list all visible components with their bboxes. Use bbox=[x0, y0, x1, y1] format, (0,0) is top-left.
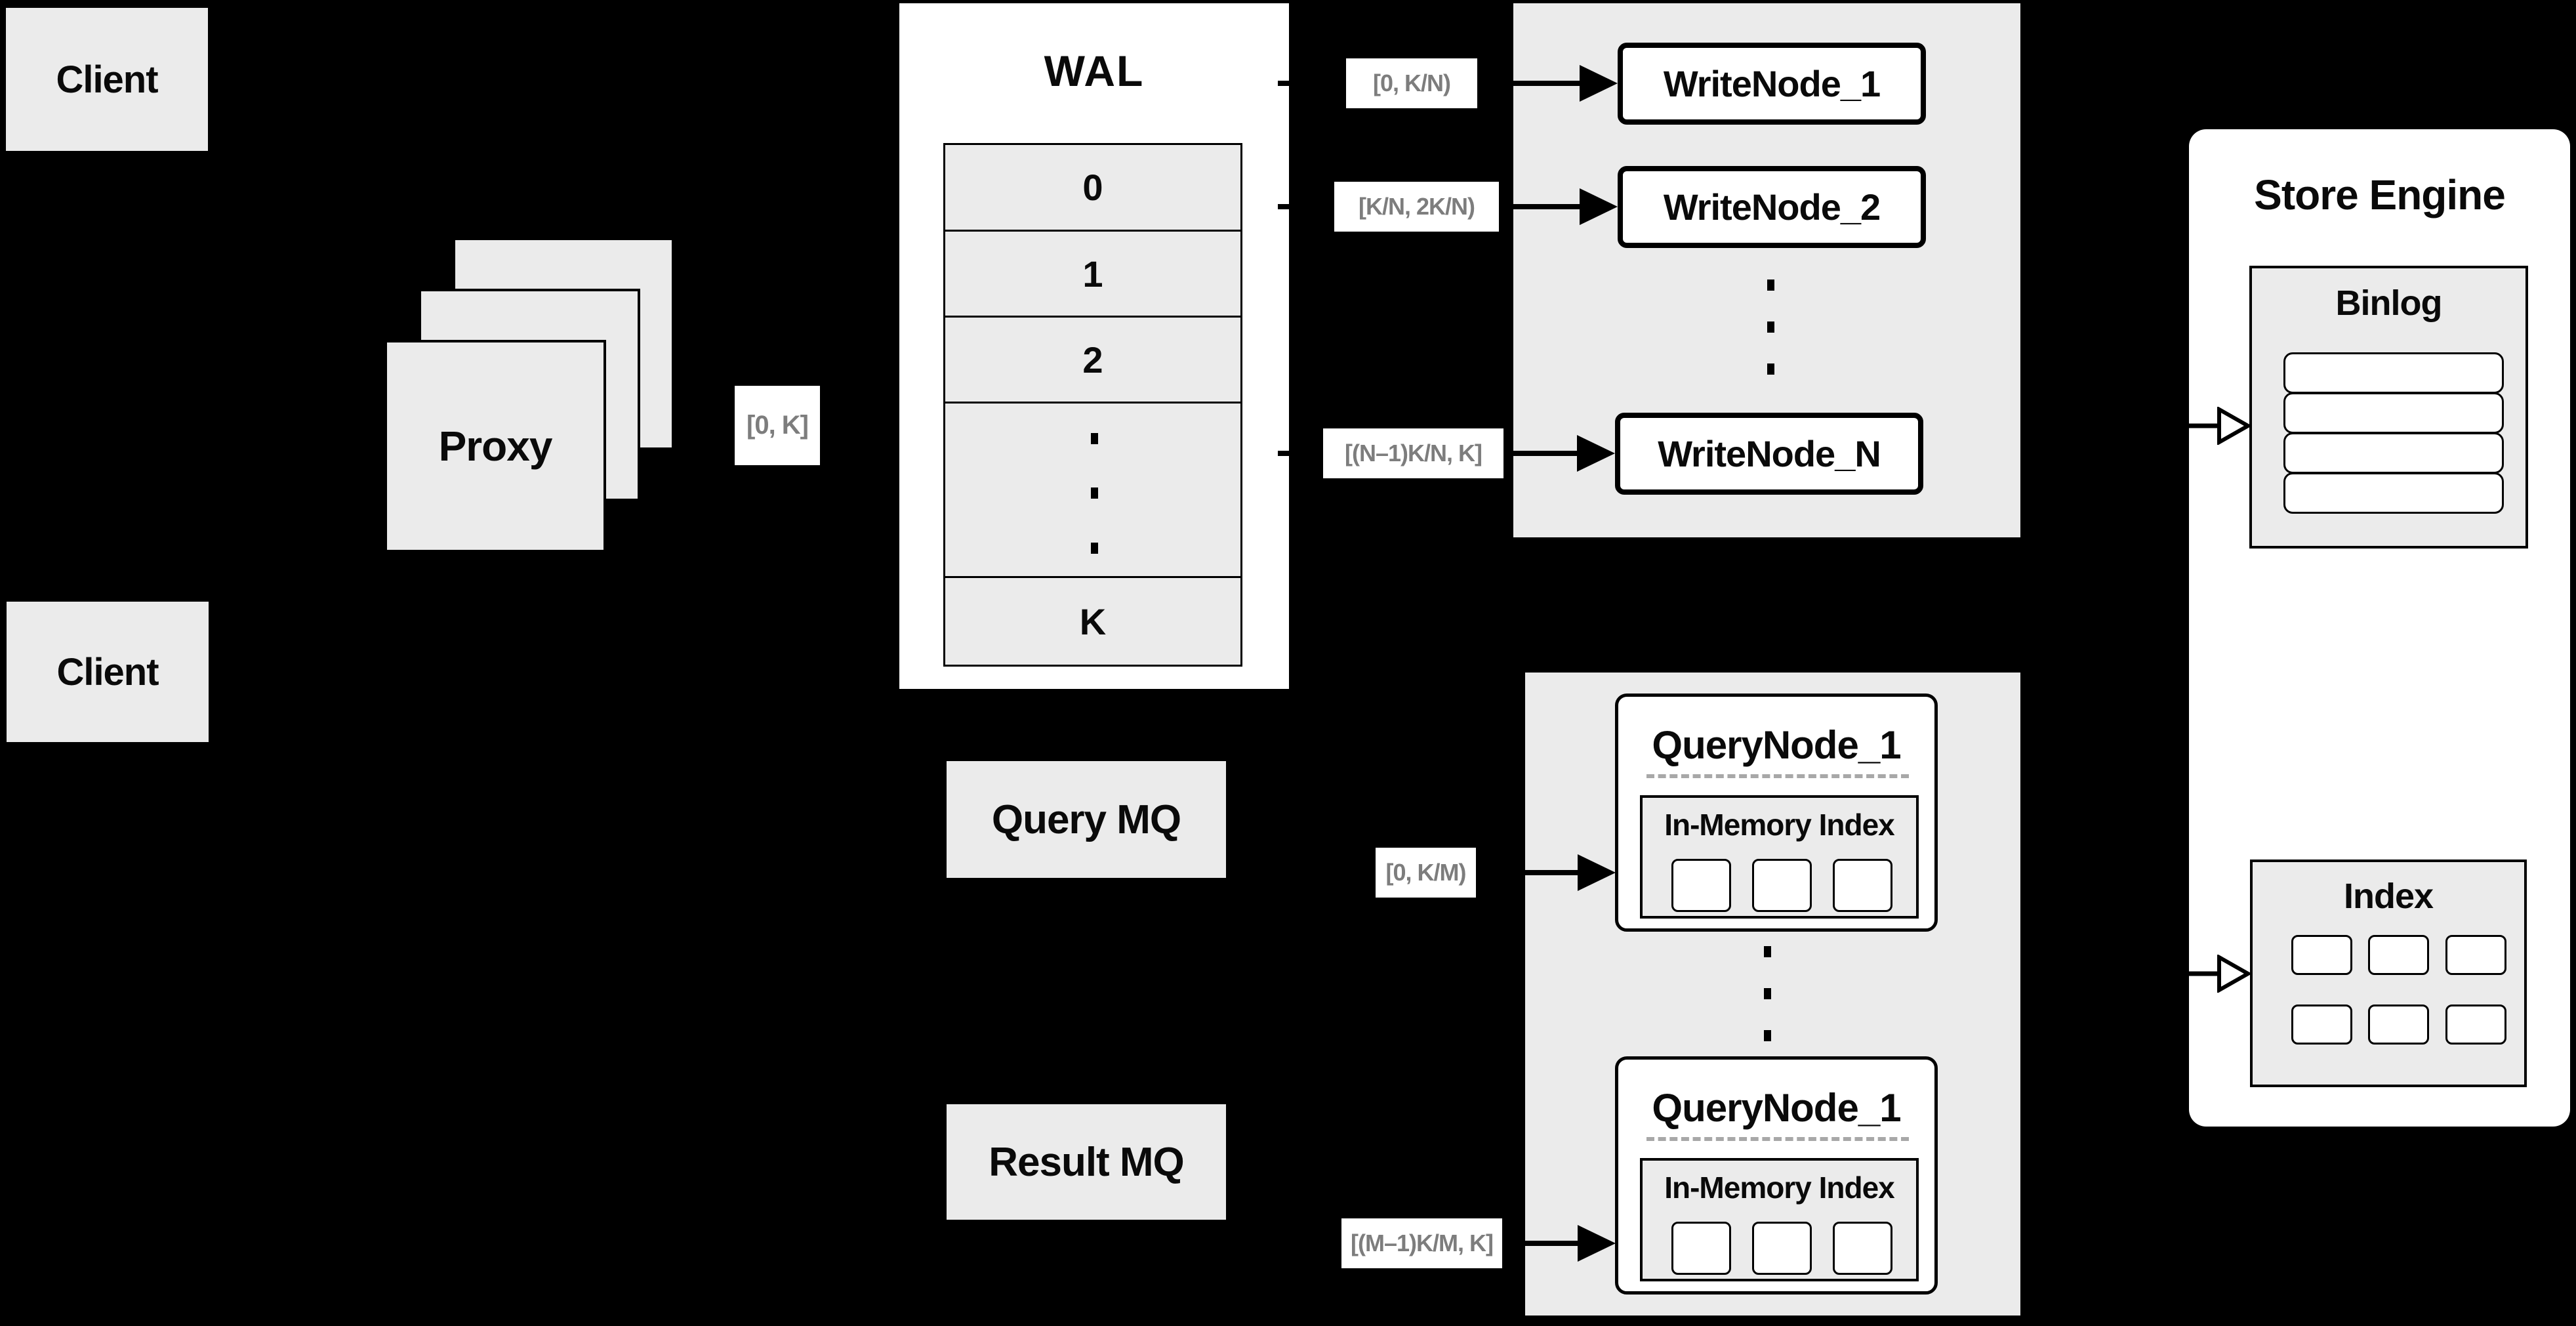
index-cell bbox=[2445, 1005, 2506, 1045]
client-bottom-label: Client bbox=[56, 650, 159, 694]
arrowhead-wal-to-writenode-2 bbox=[1580, 188, 1618, 225]
client-top-box: Client bbox=[6, 8, 208, 151]
store-engine-title: Store Engine bbox=[2254, 171, 2506, 218]
index-cell bbox=[2368, 1005, 2429, 1045]
index-cell bbox=[2291, 935, 2352, 975]
arrowhead-wal-to-writenode-1 bbox=[1580, 65, 1618, 102]
dashed-divider bbox=[1646, 774, 1909, 778]
index-cell bbox=[2368, 935, 2429, 975]
wal-title: WAL bbox=[1044, 47, 1145, 95]
range-label-write-n: [(N–1)K/N, K] bbox=[1323, 428, 1503, 478]
arrowhead-mq-to-querynode-bottom bbox=[1578, 1225, 1616, 1262]
result-mq-box: Result MQ bbox=[947, 1104, 1226, 1220]
binlog-title-wrap: Binlog bbox=[2252, 274, 2525, 333]
proxy-card-front: Proxy bbox=[384, 340, 606, 552]
query-node-top-title: QueryNode_1 bbox=[1652, 722, 1901, 767]
in-memory-index-bottom-box: In-Memory Index bbox=[1640, 1158, 1919, 1281]
wal-panel: WAL 0 1 2 K bbox=[899, 3, 1289, 689]
query-node-top-title-wrap: QueryNode_1 bbox=[1618, 715, 1934, 774]
wal-segment-row: 1 bbox=[945, 232, 1240, 318]
range-label-write-1: [0, K/N) bbox=[1346, 58, 1477, 108]
client-bottom-box: Client bbox=[7, 602, 209, 742]
write-node-1-label: WriteNode_1 bbox=[1663, 63, 1881, 104]
wal-segment-row: 0 bbox=[945, 145, 1240, 232]
wal-segment-row: K bbox=[945, 578, 1240, 665]
binlog-row bbox=[2283, 392, 2504, 434]
query-mq-label: Query MQ bbox=[991, 797, 1181, 842]
in-memory-index-top-title: In-Memory Index bbox=[1664, 808, 1895, 842]
in-memory-index-bottom-title: In-Memory Index bbox=[1664, 1171, 1895, 1205]
in-memory-index-top-box: In-Memory Index bbox=[1640, 795, 1919, 919]
range-label-write-2: [K/N, 2K/N) bbox=[1334, 182, 1499, 232]
wal-title-wrap: WAL bbox=[899, 41, 1289, 100]
proxy-label: Proxy bbox=[438, 423, 553, 470]
wal-segment-ellipsis-row bbox=[945, 404, 1240, 578]
index-cell bbox=[2291, 1005, 2352, 1045]
result-mq-label: Result MQ bbox=[989, 1139, 1185, 1185]
memory-cell bbox=[1833, 859, 1892, 912]
write-node-2-box: WriteNode_2 bbox=[1618, 166, 1926, 248]
index-title-wrap: Index bbox=[2253, 869, 2524, 924]
hollow-arrow-icon bbox=[2175, 955, 2250, 993]
query-node-bottom-title-wrap: QueryNode_1 bbox=[1618, 1078, 1934, 1137]
arrow-querynodes-to-index bbox=[2175, 955, 2250, 993]
in-memory-index-bottom-title-wrap: In-Memory Index bbox=[1643, 1165, 1916, 1211]
index-title: Index bbox=[2343, 877, 2434, 916]
write-node-n-label: WriteNode_N bbox=[1658, 433, 1881, 474]
range-label-query-m: [(M–1)K/M, K] bbox=[1341, 1218, 1502, 1268]
range-label-proxy-to-wal: [0, K] bbox=[735, 386, 820, 465]
query-node-top-box: QueryNode_1 In-Memory Index bbox=[1615, 694, 1938, 932]
dashed-divider bbox=[1646, 1137, 1909, 1141]
query-node-bottom-box: QueryNode_1 In-Memory Index bbox=[1615, 1056, 1938, 1295]
index-cell bbox=[2445, 935, 2506, 975]
query-node-bottom-title: QueryNode_1 bbox=[1652, 1085, 1901, 1130]
binlog-row bbox=[2283, 352, 2504, 394]
write-node-2-label: WriteNode_2 bbox=[1663, 186, 1881, 228]
query-mq-box: Query MQ bbox=[947, 761, 1226, 878]
client-top-label: Client bbox=[56, 58, 158, 101]
memory-cell bbox=[1752, 1222, 1812, 1275]
write-node-n-box: WriteNode_N bbox=[1615, 413, 1923, 495]
memory-cell bbox=[1833, 1222, 1892, 1275]
binlog-title: Binlog bbox=[2335, 283, 2443, 323]
index-box: Index bbox=[2250, 860, 2527, 1087]
in-memory-index-top-title-wrap: In-Memory Index bbox=[1643, 802, 1916, 848]
memory-cell bbox=[1671, 1222, 1731, 1275]
wal-segment-row: 2 bbox=[945, 318, 1240, 404]
binlog-row bbox=[2283, 472, 2504, 514]
memory-cell bbox=[1671, 859, 1731, 912]
binlog-row bbox=[2283, 432, 2504, 474]
arrow-writenodes-to-binlog bbox=[2175, 407, 2250, 445]
memory-cell bbox=[1752, 859, 1812, 912]
hollow-arrow-icon bbox=[2175, 407, 2250, 445]
wal-segment-table: 0 1 2 K bbox=[943, 143, 1242, 667]
arrowhead-mq-to-querynode-top bbox=[1578, 854, 1616, 891]
range-label-query-1: [0, K/M) bbox=[1376, 848, 1476, 898]
store-engine-title-wrap: Store Engine bbox=[2189, 165, 2570, 224]
arrowhead-wal-to-writenode-n bbox=[1577, 435, 1615, 472]
binlog-box: Binlog bbox=[2249, 266, 2528, 549]
write-node-1-box: WriteNode_1 bbox=[1618, 43, 1926, 125]
